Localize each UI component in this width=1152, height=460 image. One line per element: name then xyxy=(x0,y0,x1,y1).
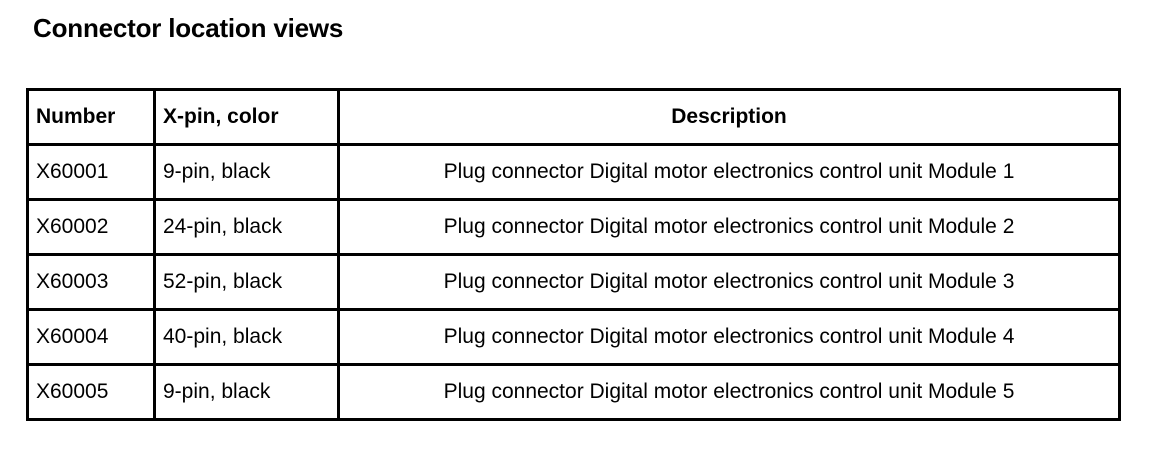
cell-connector-number: X60001 xyxy=(26,143,156,201)
cell-description: Plug connector Digital motor electronics… xyxy=(337,143,1121,201)
cell-xpin-color: 52-pin, black xyxy=(153,253,340,311)
connector-table-container: Number X-pin, color Description X60001 9… xyxy=(26,88,1121,421)
table-row: X60003 52-pin, black Plug connector Digi… xyxy=(26,253,1121,311)
cell-connector-number: X60004 xyxy=(26,308,156,366)
cell-description: Plug connector Digital motor electronics… xyxy=(337,308,1121,366)
cell-xpin-color: 9-pin, black xyxy=(153,363,340,421)
cell-description: Plug connector Digital motor electronics… xyxy=(337,363,1121,421)
connector-location-table: Number X-pin, color Description X60001 9… xyxy=(26,88,1121,421)
cell-connector-number: X60005 xyxy=(26,363,156,421)
cell-connector-number: X60003 xyxy=(26,253,156,311)
cell-xpin-color: 9-pin, black xyxy=(153,143,340,201)
cell-xpin-color: 40-pin, black xyxy=(153,308,340,366)
table-row: X60001 9-pin, black Plug connector Digit… xyxy=(26,143,1121,201)
column-header-description: Description xyxy=(337,88,1121,146)
cell-description: Plug connector Digital motor electronics… xyxy=(337,253,1121,311)
column-header-xpin-color: X-pin, color xyxy=(153,88,340,146)
table-row: X60004 40-pin, black Plug connector Digi… xyxy=(26,308,1121,366)
table-body: X60001 9-pin, black Plug connector Digit… xyxy=(26,143,1121,421)
page-title: Connector location views xyxy=(33,13,344,43)
table-row: X60002 24-pin, black Plug connector Digi… xyxy=(26,198,1121,256)
column-header-number: Number xyxy=(26,88,156,146)
table-header-row: Number X-pin, color Description xyxy=(26,88,1121,146)
cell-xpin-color: 24-pin, black xyxy=(153,198,340,256)
table-row: X60005 9-pin, black Plug connector Digit… xyxy=(26,363,1121,421)
cell-connector-number: X60002 xyxy=(26,198,156,256)
cell-description: Plug connector Digital motor electronics… xyxy=(337,198,1121,256)
